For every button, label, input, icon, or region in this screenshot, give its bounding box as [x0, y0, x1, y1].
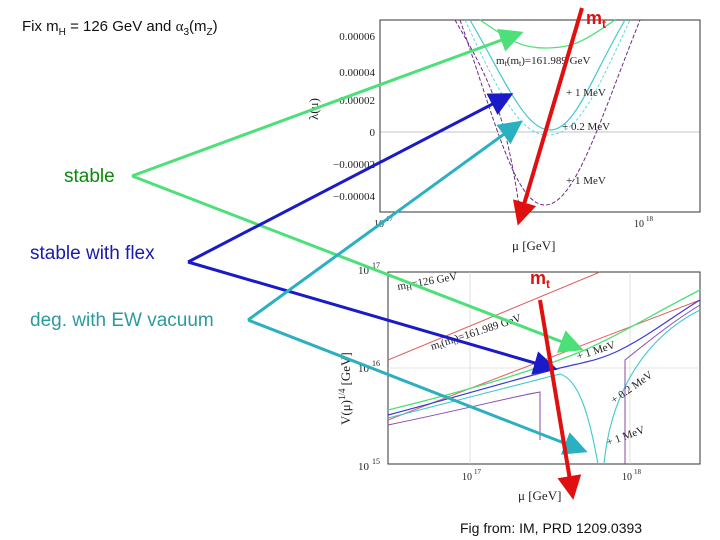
- slide-title: Fix mH = 126 GeV and α3(mZ): [22, 18, 218, 38]
- bottom-plot: 10 17 10 16 10 15 V(μ)1/4[GeV] 10 17 10 …: [337, 261, 701, 503]
- arrow-flex-bottom: [187, 260, 558, 375]
- label-deg-ew-vacuum: deg. with EW vacuum: [30, 310, 214, 331]
- bottom-curve-purple-1: [387, 391, 541, 440]
- bottom-curve-stable: [387, 289, 701, 411]
- label-stable-with-flex: stable with flex: [30, 243, 155, 264]
- bottom-xlabel: μ [GeV]: [518, 488, 561, 503]
- bottom-curve-degen-2: [603, 309, 701, 465]
- top-ann-plus1b: + 1 MeV: [566, 175, 606, 187]
- top-ann-plus02: + 0.2 MeV: [562, 121, 610, 133]
- label-stable: stable: [64, 166, 115, 187]
- bottom-curve-degen: [387, 373, 599, 465]
- top-xlabel: μ [GeV]: [512, 238, 555, 253]
- top-ytick-5: −0.00004: [333, 191, 375, 203]
- top-ytick-1: 0.00004: [339, 67, 375, 79]
- mt-label-bottom: mt: [530, 268, 550, 291]
- mt-label-top: mt: [586, 8, 606, 31]
- top-ytick-3: 0: [370, 127, 376, 139]
- top-plot-frame: [379, 19, 701, 213]
- bot-ytick-exp-2: 15: [372, 457, 380, 466]
- bot-ytick-exp-1: 16: [372, 359, 380, 368]
- bottom-curve-flex: [387, 299, 701, 416]
- bot-xtick-exp-0: 17: [474, 468, 482, 476]
- figure-credit: Fig from: IM, PRD 1209.0393: [460, 520, 643, 536]
- bot-ytick-base-1: 10: [358, 363, 370, 375]
- top-ann-plus1: + 1 MeV: [566, 87, 606, 99]
- arrow-stable-bottom: [131, 174, 584, 353]
- arrow-flex-top: [187, 93, 514, 264]
- top-curve-purple-1: [459, 19, 641, 206]
- bot-xtick-exp-1: 18: [634, 468, 642, 476]
- arrow-stable-top: [131, 28, 524, 178]
- arrow-mt-top: [513, 7, 584, 226]
- top-curve-purple-2: [454, 19, 521, 213]
- bot-xtick-base-1: 10: [622, 472, 632, 483]
- bot-ytick-base-2: 10: [358, 461, 370, 473]
- arrow-deg-bottom: [247, 318, 588, 455]
- top-ytick-4: −0.00002: [333, 159, 375, 171]
- top-ytick-0: 0.00006: [339, 31, 375, 43]
- top-xtick-base-1: 10: [634, 219, 644, 230]
- top-xtick-exp-1: 18: [646, 215, 654, 223]
- bottom-curve-purple-2: [624, 304, 701, 464]
- arrow-deg-top: [247, 120, 523, 322]
- top-xtick-exp-0: 17: [386, 215, 394, 223]
- top-curve-degen: [464, 19, 631, 136]
- top-ann-mt: mt(mt)=161.989 GeV: [496, 55, 590, 68]
- bot-ytick-exp-0: 17: [372, 261, 380, 270]
- bot-ytick-base-0: 10: [358, 265, 370, 277]
- arrows: mt mt: [131, 7, 606, 500]
- bottom-ylabel: V(μ)1/4[GeV]: [337, 352, 353, 425]
- bot-xtick-base-0: 10: [462, 472, 472, 483]
- top-curve-flex: [469, 19, 626, 131]
- arrow-mt-bottom: [538, 299, 582, 500]
- top-plot: 0.00006 0.00004 0.00002 0 −0.00002 −0.00…: [306, 19, 701, 253]
